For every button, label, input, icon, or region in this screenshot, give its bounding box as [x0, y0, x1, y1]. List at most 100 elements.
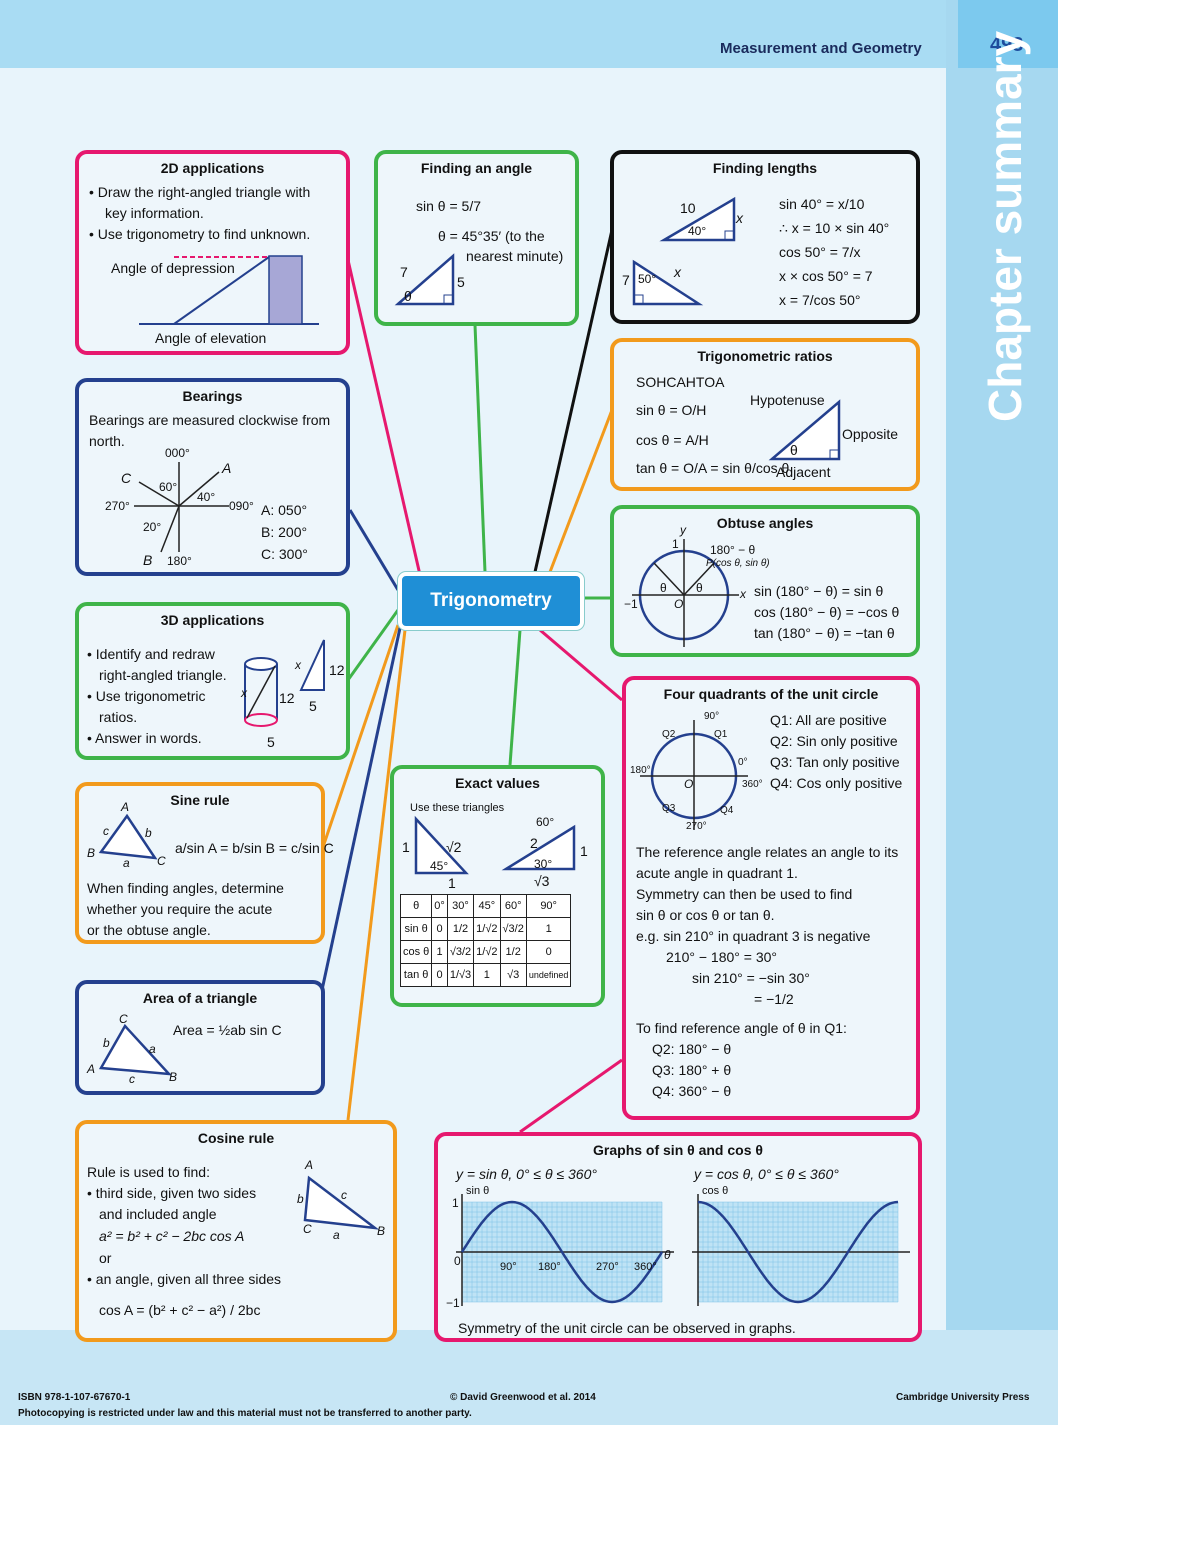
degree-label: 0° — [738, 757, 748, 768]
bearing-north: 000° — [165, 446, 190, 460]
box-2d-applications: 2D applications • Draw the right-angled … — [75, 150, 350, 355]
box-area-triangle: Area of a triangle C A B a b c Area = ½a… — [75, 980, 325, 1095]
angle-label: θ — [404, 288, 412, 304]
quadrant-rule: Q2: Sin only positive — [770, 733, 898, 749]
description: and included angle — [99, 1206, 217, 1222]
tick-label: 270° — [596, 1261, 619, 1273]
angle-label: 50° — [638, 272, 657, 286]
side-label: 1 — [580, 843, 588, 859]
identity: cos (180° − θ) = −cos θ — [754, 604, 900, 620]
side-label: 7 — [622, 272, 630, 288]
degree-label: 90° — [704, 711, 720, 722]
point-label: C — [121, 470, 132, 486]
bullet-text: • Answer in words. — [87, 730, 202, 746]
bearing-value: A: 050° — [261, 502, 308, 518]
trig-graphs — [456, 1194, 910, 1306]
side-label: 7 — [400, 264, 408, 280]
paragraph: Q2: 180° − θ — [652, 1041, 732, 1057]
table-cell: 1/√3 — [446, 963, 475, 987]
angle-label: θ — [696, 581, 703, 595]
label-depression: Angle of depression — [111, 260, 235, 276]
axis-tick: −1 — [624, 597, 638, 611]
paragraph: 210° − 180° = 30° — [666, 949, 777, 965]
point-label: B — [143, 552, 153, 568]
table-cell: 0 — [525, 940, 572, 964]
mnemonic: SOHCAHTOA — [636, 374, 725, 390]
label-adjacent: Adjacent — [776, 464, 831, 480]
vertex-label: C — [157, 854, 166, 868]
table-cell: 1/2 — [499, 940, 527, 964]
vertex-label: A — [121, 800, 130, 814]
side-label: 12 — [279, 690, 295, 706]
vertex-label: B — [377, 1224, 386, 1238]
paragraph: To find reference angle of θ in Q1: — [636, 1020, 847, 1036]
box-title: 2D applications — [160, 160, 265, 176]
side-label: x — [295, 658, 301, 672]
tick-label: 360° — [634, 1261, 657, 1273]
angle-label: 20° — [143, 520, 162, 534]
bullet-text: • Use trigonometric — [87, 688, 206, 704]
side-label: 5 — [309, 698, 317, 714]
point-label: A — [222, 460, 232, 476]
box-cosine-rule: Cosine rule Rule is used to find: • thir… — [75, 1120, 397, 1342]
graph-note: Symmetry of the unit circle can be obser… — [458, 1320, 796, 1336]
quadrant-rule: Q4: Cos only positive — [770, 775, 903, 791]
vertex-label: B — [169, 1070, 178, 1084]
formula: sin θ = O/H — [636, 402, 707, 418]
side-label: a — [149, 1042, 156, 1056]
unit-circle-diagram — [632, 539, 739, 647]
quadrant-circle-diagram — [640, 720, 748, 830]
sine-triangle — [98, 813, 158, 860]
description: When finding angles, determine — [87, 880, 284, 896]
paragraph: Q3: 180° + θ — [652, 1062, 732, 1078]
quadrant-label: Q1 — [714, 729, 728, 740]
formula: x × cos 50° = 7 — [779, 268, 873, 284]
vertex-label: A — [305, 1158, 314, 1172]
center-topic-trigonometry: Trigonometry — [398, 572, 584, 630]
table-cell: 90° — [525, 894, 572, 918]
page-number-box — [958, 0, 1058, 68]
box-exact-values: Exact values Use these triangles 1 √2 1 … — [390, 765, 605, 1007]
formula: a/sin A = b/sin B = c/sin C — [175, 840, 334, 856]
bullet-text: right-angled triangle. — [99, 667, 227, 683]
paragraph: Q4: 360° − θ — [652, 1083, 732, 1099]
x-axis-label: θ — [664, 1248, 671, 1262]
description: north. — [89, 433, 125, 449]
side-label: a — [333, 1228, 340, 1242]
cosine-triangle — [303, 1175, 380, 1230]
table-cell: undefined — [525, 963, 572, 987]
table-cell: 1/√2 — [473, 940, 501, 964]
quadrant-label: Q2 — [662, 729, 676, 740]
label-elevation: Angle of elevation — [155, 330, 267, 346]
angle-label: 30° — [534, 857, 553, 871]
tick-label: 90° — [500, 1261, 517, 1273]
paragraph: Symmetry can then be used to find — [636, 886, 853, 902]
side-label: c — [341, 1188, 347, 1202]
paragraph: sin 210° = −sin 30° — [692, 970, 810, 986]
angle-label: 45° — [430, 859, 449, 873]
graph-caption-cos: y = cos θ, 0° ≤ θ ≤ 360° — [694, 1166, 839, 1182]
box-sine-rule: Sine rule A B C a b c a/sin A = b/sin B … — [75, 782, 334, 944]
label-hypotenuse: Hypotenuse — [750, 392, 825, 408]
box-title: Cosine rule — [197, 1130, 275, 1146]
tick-label: 1 — [452, 1196, 459, 1210]
bullet-text: • Draw the right-angled triangle with — [89, 184, 311, 200]
cos-graph — [692, 1194, 910, 1306]
section-title: Measurement and Geometry — [720, 40, 922, 57]
box-finding-angle: Finding an angle sin θ = 5/7 θ = 45°35′ … — [374, 150, 579, 326]
bullet-text: key information. — [105, 205, 204, 221]
box-bearings: Bearings Bearings are measured clockwise… — [75, 378, 350, 576]
tick-label: 0 — [454, 1254, 461, 1268]
formula: nearest minute) — [466, 248, 564, 264]
box-title: Exact values — [455, 775, 540, 791]
angle-label: 60° — [159, 480, 178, 494]
table-cell: 1/√2 — [473, 917, 501, 941]
footer-copyright: © David Greenwood et al. 2014 — [450, 1392, 596, 1403]
description: • third side, given two sides — [87, 1185, 257, 1201]
bearing-value: C: 300° — [261, 546, 308, 562]
box-title: 3D applications — [160, 612, 265, 628]
paragraph: e.g. sin 210° in quadrant 3 is negative — [636, 928, 871, 944]
description: Bearings are measured clockwise from — [89, 412, 331, 428]
